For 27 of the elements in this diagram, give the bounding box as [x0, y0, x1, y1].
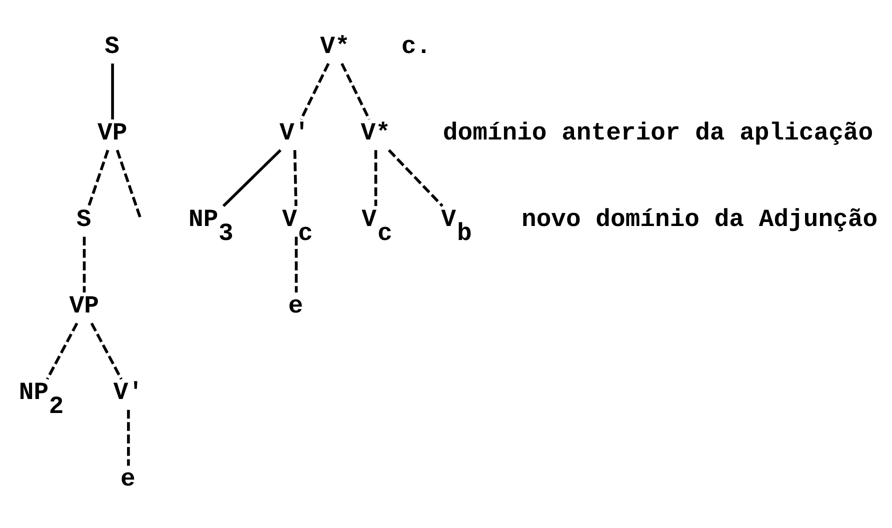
label: domínio anterior da aplicação: [442, 118, 874, 147]
connector: [46, 322, 78, 380]
connector: [300, 62, 330, 120]
connector: [340, 62, 370, 120]
node-text: S: [76, 205, 92, 234]
connector: [127, 409, 130, 466]
label: c.: [401, 32, 432, 60]
node-text: V*: [360, 118, 390, 147]
node-text: V*: [320, 32, 350, 60]
node-text: V': [279, 118, 310, 147]
connector: [294, 236, 298, 292]
connector: [82, 236, 86, 292]
connector: [374, 150, 378, 206]
connector: [388, 148, 444, 206]
connector: [293, 150, 298, 206]
label: novo domínio da Adjunção: [522, 205, 878, 234]
connector: [88, 149, 110, 206]
node-text: e: [120, 465, 136, 494]
connector: [222, 148, 282, 206]
node-text: VP: [98, 118, 128, 147]
connector: [116, 149, 142, 220]
connector: [90, 322, 123, 380]
node-text: V': [113, 378, 144, 407]
node-text: e: [288, 292, 304, 320]
connector: [111, 63, 114, 119]
node-text: S: [104, 32, 120, 60]
node-text: VP: [69, 292, 99, 320]
